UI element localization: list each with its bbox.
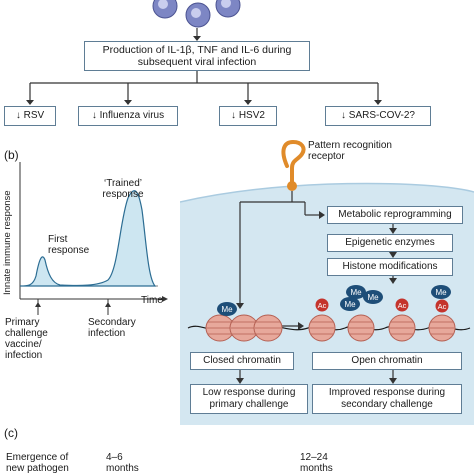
arrowhead-icon [236, 303, 244, 309]
outcome-rsv: ↓ RSV [4, 106, 56, 126]
panel-b-label: (b) [4, 148, 19, 162]
methyl-mark-icon: Me [217, 302, 237, 316]
x-axis-arrow-icon [162, 296, 168, 302]
outcome-hsv2: ↓ HSV2 [219, 106, 277, 126]
outcome-sars-cov-2: ↓ SARS-COV-2? [325, 106, 431, 126]
arrowhead-icon [244, 100, 252, 105]
immune-cell-icon [152, 0, 178, 19]
methyl-mark-icon: Me [431, 285, 451, 299]
cell-membrane [180, 182, 474, 203]
panel-c-label: (c) [4, 426, 18, 440]
emergence-label: Emergence of new pathogen [6, 452, 69, 474]
closed-chromatin-box: Closed chromatin [190, 352, 294, 370]
svg-text:Ac: Ac [318, 301, 327, 310]
svg-text:Me: Me [435, 288, 447, 297]
methyl-mark-icon: Me [363, 290, 383, 304]
svg-text:Me: Me [221, 305, 233, 314]
primary-challenge-label: Primary challenge vaccine/ infection [5, 317, 48, 361]
production-box: Production of IL-1β, TNF and IL-6 during… [84, 41, 310, 71]
arrowhead-icon [374, 100, 382, 105]
step-metabolic-reprogramming: Metabolic reprogramming [327, 206, 463, 224]
immune-cell-icon [185, 2, 211, 28]
cell-diagram: Me Ac Me Me Me Ac Me Ac [180, 140, 474, 425]
response-curve [19, 190, 157, 287]
trained-response-label: ‘Trained’ response [102, 178, 144, 200]
svg-text:Ac: Ac [398, 301, 407, 310]
x-axis-label: Time [141, 295, 163, 306]
immune-cell-icon [215, 0, 241, 18]
methyl-mark-icon: Me [346, 285, 366, 299]
panel-a-graphics [26, 0, 382, 105]
time-12-24-months: 12–24 months [300, 452, 333, 474]
arrowhead-icon [298, 322, 304, 330]
secondary-infection-label: Secondary infection [88, 317, 136, 339]
receptor-label: Pattern recognition receptor [308, 140, 392, 162]
arrowhead-icon [236, 378, 244, 384]
step-histone-modifications: Histone modifications [327, 258, 453, 276]
arrowhead-icon [26, 100, 34, 105]
svg-text:Ac: Ac [438, 302, 447, 311]
outcome-influenza: ↓ Influenza virus [78, 106, 178, 126]
acetyl-mark-icon: Ac [315, 298, 329, 312]
acetyl-mark-icon: Ac [395, 298, 409, 312]
acetyl-mark-icon: Ac [435, 299, 449, 313]
nucleosome [229, 314, 259, 342]
nucleosome [428, 314, 456, 342]
arrowhead-icon [319, 211, 325, 219]
arrowhead-icon [35, 302, 41, 307]
methyl-mark-icon: Me [340, 297, 360, 311]
immune-response-chart: Innate immune response [2, 162, 168, 315]
nucleosome [253, 314, 283, 342]
nucleosome [388, 314, 416, 342]
arrowhead-icon [389, 252, 397, 258]
nucleosome [347, 314, 375, 342]
improved-response-box: Improved response during secondary chall… [312, 384, 462, 414]
low-response-box: Low response during primary challenge [190, 384, 308, 414]
arrowhead-icon [389, 378, 397, 384]
time-4-6-months: 4–6 months [106, 452, 139, 474]
open-chromatin-box: Open chromatin [312, 352, 462, 370]
step-epigenetic-enzymes: Epigenetic enzymes [327, 234, 453, 252]
first-response-label: First response [48, 234, 90, 256]
arrowhead-icon [193, 36, 201, 41]
arrowhead-icon [105, 302, 111, 307]
pattern-recognition-receptor-icon [281, 140, 306, 191]
svg-text:Me: Me [367, 293, 379, 302]
svg-text:Me: Me [350, 288, 362, 297]
arrowhead-icon [124, 100, 132, 105]
arrowhead-icon [389, 228, 397, 234]
y-axis-label: Innate immune response [2, 190, 13, 295]
svg-text:Me: Me [344, 300, 356, 309]
nucleosome [308, 314, 336, 342]
arrowhead-icon [389, 278, 397, 284]
